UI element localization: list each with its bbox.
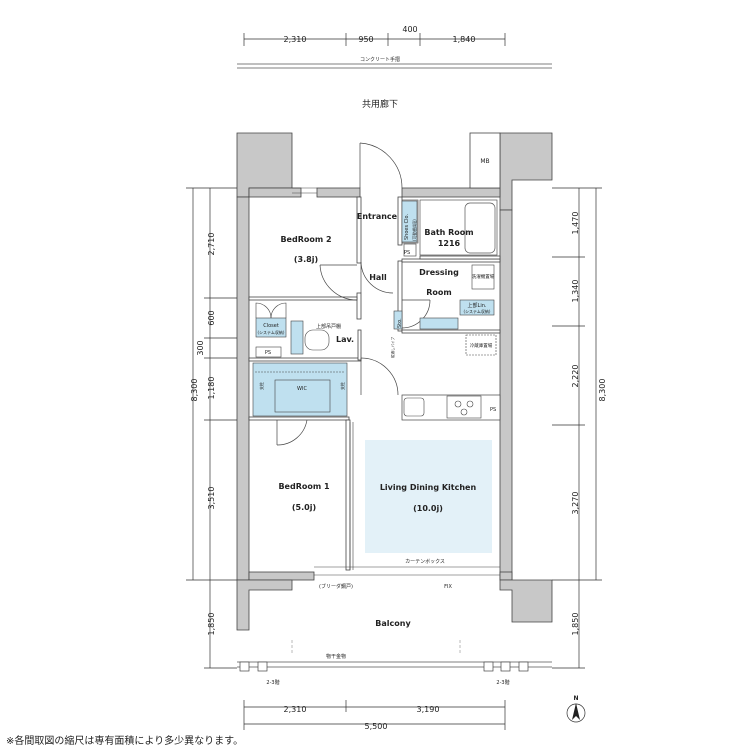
left-dim-b: 600 [207,310,216,325]
ps-label-1: PS [265,350,271,356]
stair-posts [239,661,529,672]
corridor-label: 共用廊下 [362,98,398,110]
right-dim-b: 1,340 [571,280,580,303]
vent-label: 縦通しパイプ [390,337,395,358]
left-dim-a: 2,710 [207,233,216,256]
stairs-right-label: 2-3階 [496,679,509,686]
windows [292,187,500,576]
bath-label: Bath Room [424,228,473,237]
north-label: N [573,695,578,702]
top-dimension-line [243,33,506,46]
left-dim-e: 3,510 [207,487,216,510]
footnote: ※各間取図の縮尺は専有面積により多少異なります。 [6,734,243,747]
shelf-right-label: 支柱 [339,382,345,390]
upper-lin-sub: (システム収納) [463,308,490,314]
breaker-label: (ブリーダ鋼戸) [319,583,353,590]
stairs-left-label: 2-3階 [266,679,279,686]
balcony-label: Balcony [375,619,411,628]
ldk-size: (10.0j) [413,504,443,513]
shelf-left-label: 支柱 [258,382,264,390]
bedroom1-label: BedRoom 1 [278,482,330,491]
bedroom1-size: (5.0j) [292,503,316,512]
kitchen-sink [403,397,425,417]
bedroom1-door [276,419,308,446]
left-dim-c: 300 [196,340,205,355]
entrance-label: Entrance [357,212,398,221]
closet-sub: (システム収納) [257,329,284,335]
sliding-doors [349,422,354,570]
right-dim-c: 2,220 [571,365,580,388]
top-concrete-rail [237,63,552,69]
bottom-dimension-lines [243,700,506,730]
bath-size: 1216 [438,239,461,248]
washer-label: 洗濯機置場 [472,273,495,280]
ldk-label: Living Dining Kitchen [380,483,477,492]
shoes-closet-sub: (可動棚4段) [411,219,417,241]
shoes-closet-label: Shoes Clo. [404,213,410,240]
top-dim-2: 950 [358,35,373,44]
toilet [304,329,330,351]
left-dimension-lines [186,187,237,669]
interior-walls [248,196,501,571]
sto-box [393,310,403,330]
right-dim-d: 3,270 [571,492,580,515]
left-dim-d: 1,180 [207,377,216,400]
north-arrow-icon [566,703,586,723]
ps-label-2: PS [404,250,410,256]
drying-label: 物干金物 [326,653,346,660]
right-dimension-lines [552,187,602,669]
top-dim-4: 1,840 [453,35,476,44]
closet-door [255,302,287,319]
ldk-area [365,440,492,553]
mb-label: MB [480,158,489,165]
entrance-door [359,142,403,189]
lav-door [360,357,399,396]
right-dim-a: 1,470 [571,212,580,235]
bedroom2-size: (3.8j) [294,255,318,264]
fridge-space [465,334,497,356]
hall-door [360,261,394,294]
walls [236,132,553,631]
bedroom2-label: BedRoom 2 [280,235,331,244]
right-dim-e: 1,850 [571,613,580,636]
lav-sink [290,320,304,355]
upper-lin-label: 上部Lin. [468,302,487,309]
bottom-dim-1: 2,310 [284,705,307,714]
right-dim-total: 8,300 [598,379,607,402]
ps-label-3: PS [490,407,496,413]
dressing-label-2: Room [426,288,452,297]
wic-label: WIC [297,386,307,392]
bottom-dim-total: 5,500 [365,722,388,731]
sto-label: Sto. [397,318,403,328]
left-dim-total: 8,300 [190,379,199,402]
top-dim-1: 2,310 [284,35,307,44]
curtain-label: カーテンボックス [405,558,445,565]
ps-box-1 [255,346,282,358]
dressing-label: Dressing [419,268,459,277]
fridge-label: 冷蔵庫置場 [470,342,493,349]
hall-label: Hall [369,273,387,282]
lav-label: Lav. [336,335,354,344]
upper-lin-box [459,299,495,316]
top-rail-label: コンクリート手摺 [360,56,400,63]
stove [446,395,482,419]
dressing-basin [419,317,459,330]
top-dim-3: 400 [402,25,417,34]
balcony-lines [291,640,461,655]
shoes-closet [401,200,418,243]
left-dim-f: 1,850 [207,613,216,636]
bottom-concrete-rail [237,661,552,668]
washer-box [471,264,495,290]
bottom-dim-2: 3,190 [417,705,440,714]
closet-label: Closet [263,323,279,329]
upper-door-label: 上部吊戸棚 [316,323,341,330]
bedroom2-door [319,264,358,301]
fix-label: FIX [444,584,452,590]
